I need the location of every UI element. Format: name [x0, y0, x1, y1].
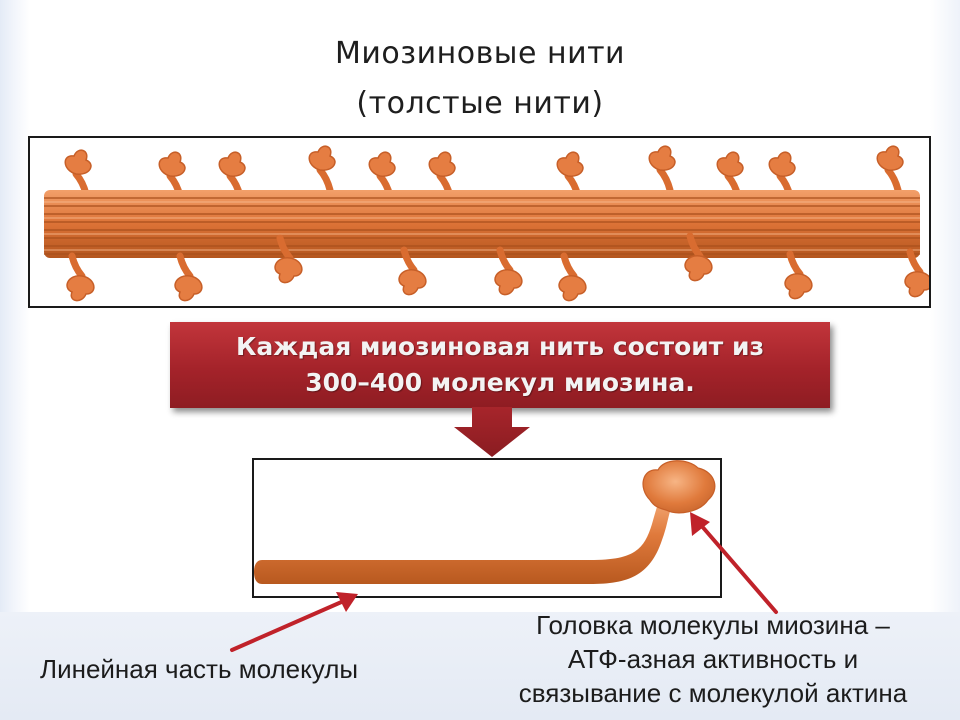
pointer-arrow-icon: [690, 512, 778, 614]
callout-line-1: Каждая миозиновая нить состоит из: [235, 332, 765, 361]
diagram-subtitle: (толстые нити): [356, 86, 604, 121]
bottom-band: [0, 612, 960, 720]
thick-filament-figure: [28, 136, 931, 308]
myosin-head-label: Головка молекулы миозина – АТФ-азная акт…: [468, 608, 958, 710]
diagram-title: Миозиновые нити: [334, 36, 626, 71]
myosin-head-label-line-1: Головка молекулы миозина –: [536, 610, 890, 640]
myosin-molecule-figure: [252, 458, 722, 598]
myosin-head-label-line-2: АТФ-азная активность и: [567, 644, 859, 674]
pointer-arrow-icon: [230, 592, 358, 652]
callout-line-2: 300–400 молекул миозина.: [305, 368, 695, 397]
myosin-molecule-illustration: [254, 460, 716, 584]
linear-part-label: Линейная часть молекулы: [40, 654, 359, 684]
myosin-head-label-line-3: связывание с молекулой актина: [518, 678, 908, 708]
myosin-count-callout: Каждая миозиновая нить состоит из 300–40…: [170, 322, 830, 408]
down-arrow-icon: [454, 407, 530, 457]
thick-filament-illustration: [44, 138, 929, 306]
